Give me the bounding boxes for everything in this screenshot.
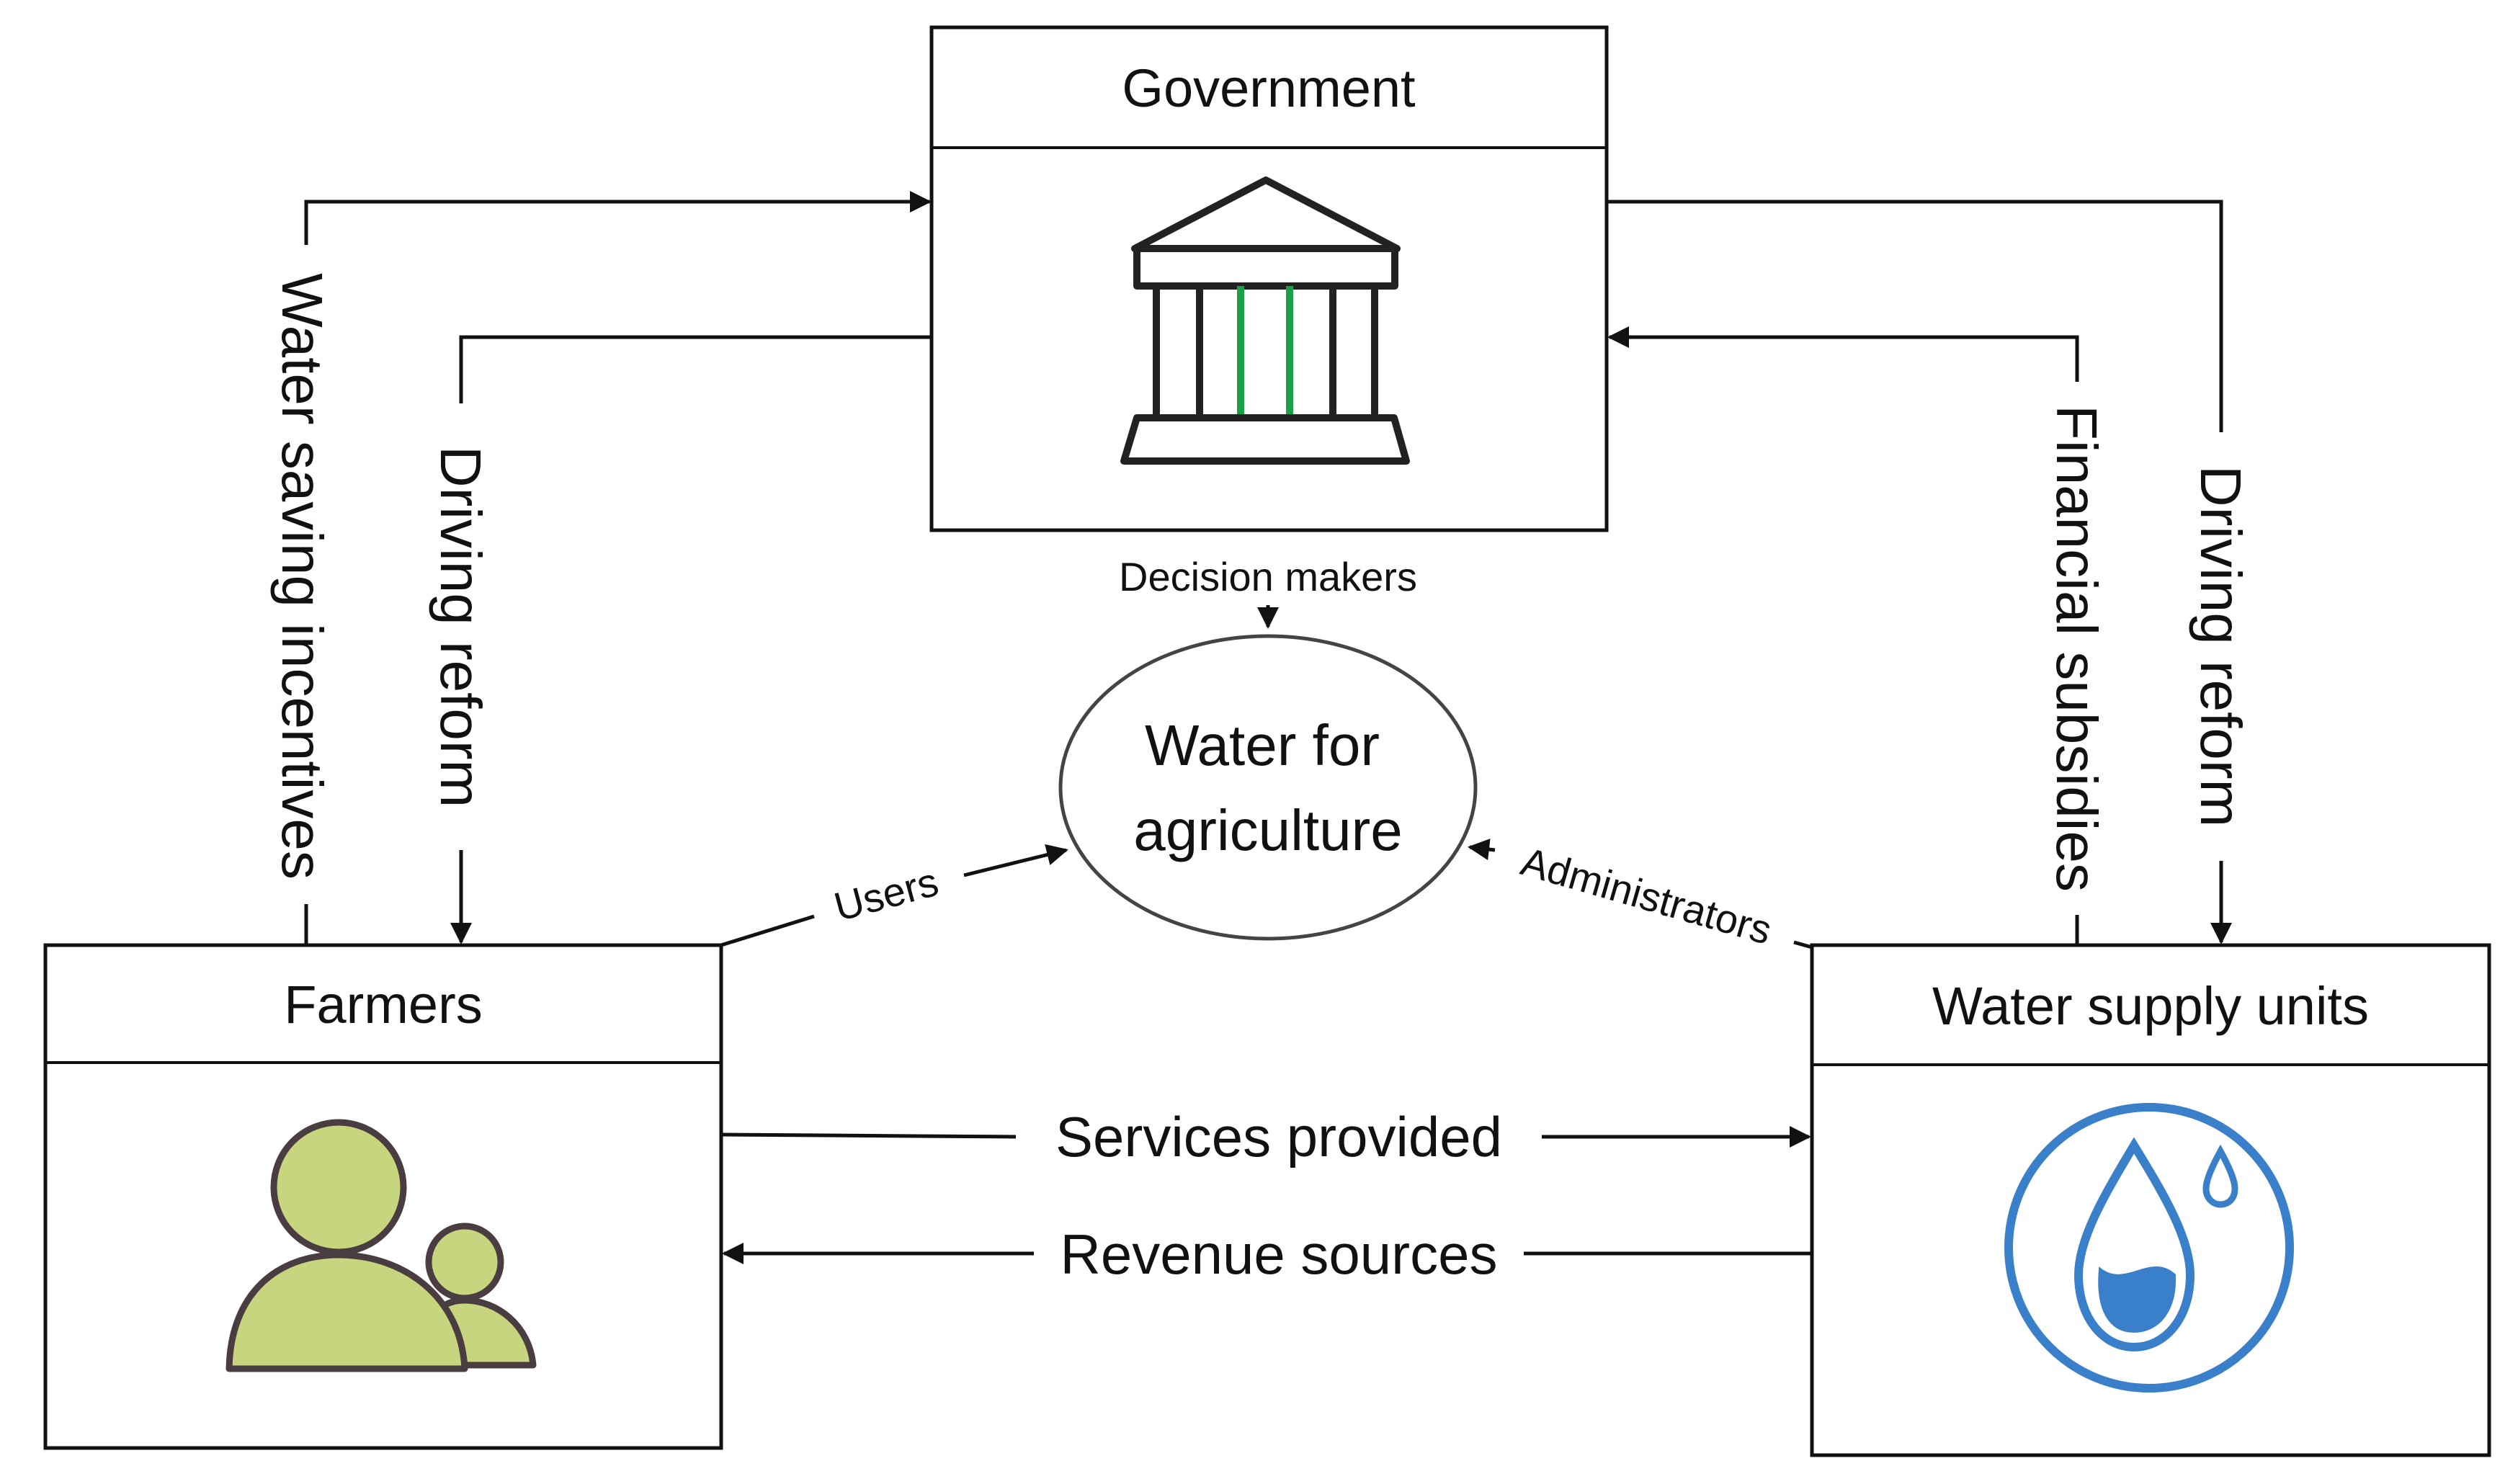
farmers-people-icon <box>226 1119 537 1372</box>
farmers-box: Farmers <box>43 943 723 1450</box>
water-drop-icon <box>2004 1103 2294 1393</box>
water-supply-units-box: Water supply units <box>1810 943 2491 1457</box>
label-services-provided: Services provided <box>1055 1105 1502 1168</box>
government-building-icon <box>1120 176 1410 465</box>
government-title: Government <box>1122 58 1416 118</box>
government-box: Government <box>929 25 1609 532</box>
edge-driving-reform-right <box>1607 200 2221 942</box>
edge-users <box>720 850 1066 947</box>
edge-financial-subsidies <box>1610 337 2079 945</box>
label-water-saving-incentives: Water saving incentives <box>270 273 334 880</box>
label-driving-reform-left: Driving reform <box>429 446 493 808</box>
farmers-title: Farmers <box>284 975 482 1034</box>
label-users: Users <box>829 859 943 930</box>
edge-driving-reform-left <box>461 335 932 942</box>
center-label-line1: Water for <box>1145 713 1380 777</box>
label-administrators: Administrators <box>1517 839 1777 953</box>
label-financial-subsidies: Financial subsidies <box>2045 405 2109 892</box>
label-driving-reform-right: Driving reform <box>2189 465 2253 827</box>
edge-administrators <box>1470 847 1813 949</box>
label-decision-makers: Decision makers <box>1119 554 1417 599</box>
center-label-line2: agriculture <box>1133 798 1403 862</box>
center-node: Water for agriculture <box>1058 634 1478 941</box>
edge-services-provided <box>720 1135 1809 1137</box>
water-supply-units-title: Water supply units <box>1932 976 2369 1036</box>
edge-water-saving-incentives <box>304 202 929 945</box>
label-revenue-sources: Revenue sources <box>1060 1222 1497 1286</box>
